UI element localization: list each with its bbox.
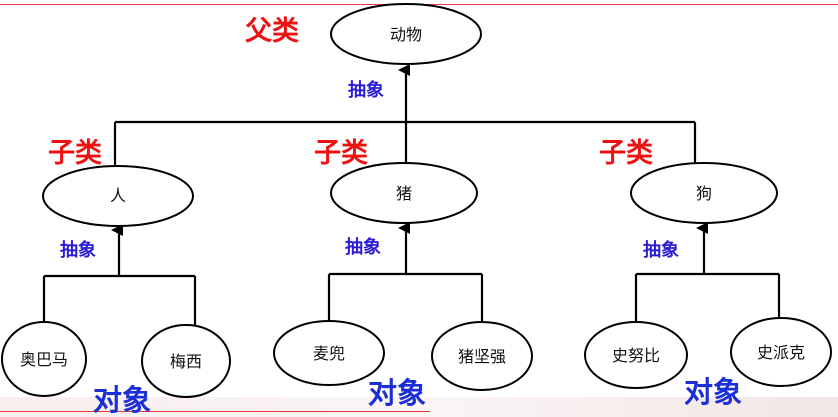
dog-edges — [634, 222, 781, 325]
node-mcdull: 麦兜 — [273, 320, 385, 386]
label-object-pig: 对象 — [368, 376, 426, 410]
node-root: 动物 — [330, 3, 482, 65]
node-snoopy: 史努比 — [584, 321, 688, 389]
node-human-label: 人 — [110, 186, 126, 205]
label-abstract-dog: 抽象 — [643, 239, 679, 261]
node-obama-label: 奥巴马 — [20, 350, 68, 369]
top-edges — [113, 64, 697, 166]
node-root-label: 动物 — [390, 25, 422, 44]
node-human: 人 — [42, 165, 194, 227]
label-parent: 父类 — [245, 16, 299, 47]
node-mcdull-label: 麦兜 — [313, 344, 345, 363]
node-pig-label: 猪 — [396, 184, 412, 203]
label-abstract-pig: 抽象 — [345, 236, 381, 258]
background-band — [0, 397, 838, 417]
node-dog-label: 狗 — [696, 184, 712, 203]
node-obama: 奥巴马 — [1, 321, 87, 397]
node-pig-strong: 猪坚强 — [431, 321, 533, 391]
node-messi-label: 梅西 — [170, 352, 202, 371]
label-object-human: 对象 — [93, 383, 151, 417]
node-messi: 梅西 — [141, 324, 231, 398]
node-shrek-label: 史派克 — [757, 343, 805, 362]
node-dog: 狗 — [630, 162, 778, 224]
node-snoopy-label: 史努比 — [612, 346, 660, 365]
label-abstract-human: 抽象 — [60, 239, 96, 261]
label-object-dog: 对象 — [684, 375, 742, 409]
node-pig: 猪 — [330, 162, 478, 224]
node-pig-strong-label: 猪坚强 — [458, 347, 506, 366]
node-shrek: 史派克 — [730, 317, 832, 387]
label-abstract-root: 抽象 — [348, 79, 384, 101]
label-child-pig: 子类 — [314, 138, 368, 169]
bottom-border-line — [0, 411, 430, 412]
label-child-human: 子类 — [48, 138, 102, 169]
pig-edges — [327, 222, 484, 325]
label-child-dog: 子类 — [599, 138, 653, 169]
